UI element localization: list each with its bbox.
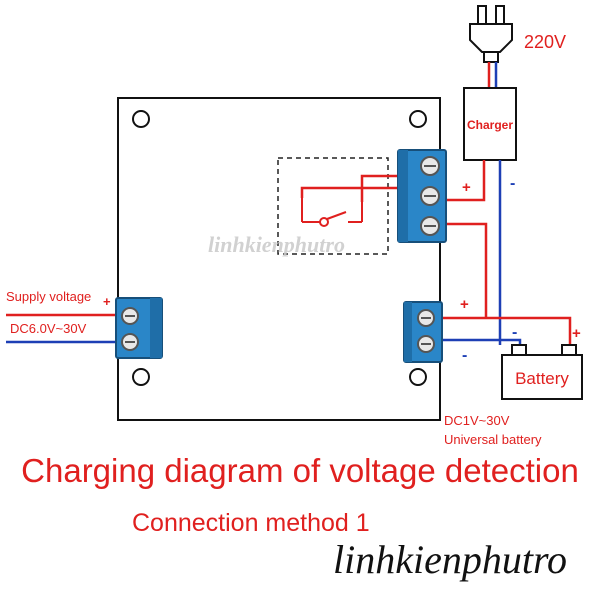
battery-type-label: Universal battery [444,432,542,447]
charger-label: Charger [467,118,513,132]
supply-plus-sign: + [103,294,111,309]
mains-voltage-label: 220V [524,32,566,52]
battery-label: Battery [515,369,569,388]
output-plus-sign: + [460,296,469,313]
relay-terminal-block [397,149,447,243]
battery-range-label: DC1V~30V [444,413,510,428]
mounting-hole [409,368,427,386]
mounting-hole [132,368,150,386]
mounting-hole [409,110,427,128]
battery-box [501,354,583,400]
battery-minus-sign: - [512,324,517,341]
supply-range-label: DC6.0V~30V [10,321,87,336]
diagram-subtitle: Connection method 1 [132,509,370,537]
battery-plus-sign: + [572,325,581,342]
power-plug-icon [469,5,513,63]
supply-voltage-label: Supply voltage [6,289,91,304]
charger-minus-sign: - [510,175,515,192]
relay-box [277,157,389,255]
watermark: linhkienphutro [208,232,345,257]
detection-terminal-block [403,301,443,363]
output-minus-sign: - [462,347,467,364]
battery-terminal-minus [511,344,527,356]
diagram-title: Charging diagram of voltage detection [21,452,579,489]
charger-box [463,87,517,161]
mounting-hole [132,110,150,128]
charger-plus-sign: + [462,179,471,196]
relay-switch-contact [301,198,363,227]
battery-terminal-plus [561,344,577,356]
module-board [117,97,441,421]
supply-terminal-block [115,297,163,359]
brand-text: linhkienphutro [333,537,568,582]
